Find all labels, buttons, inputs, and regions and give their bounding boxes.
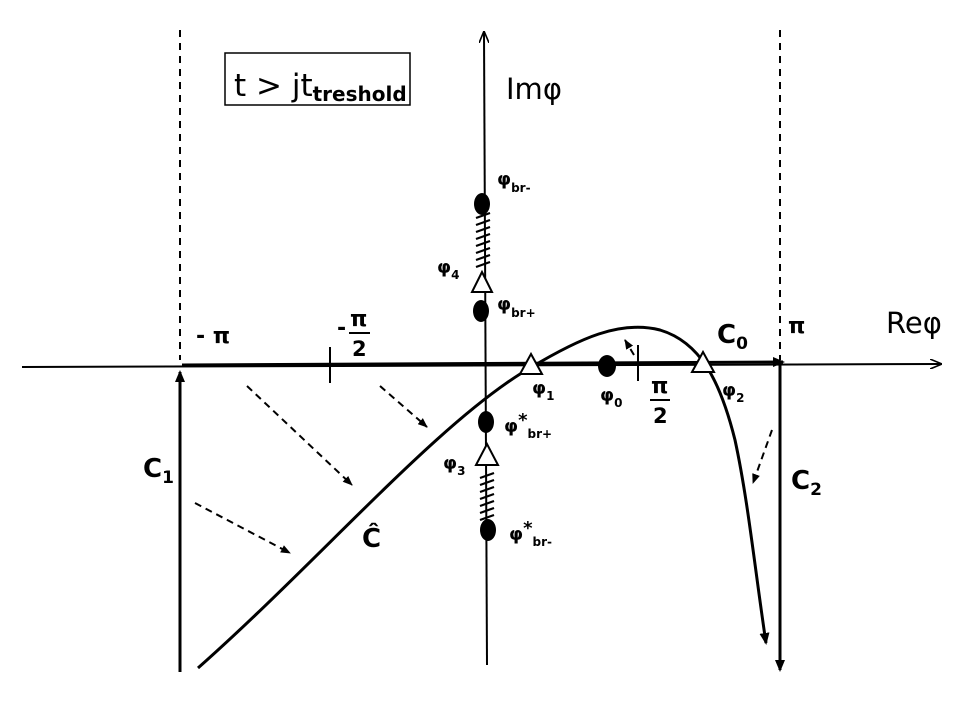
real-axis	[21, 364, 940, 367]
svg-text:2: 2	[352, 337, 367, 361]
svg-text:2: 2	[653, 404, 668, 428]
contour-c0	[181, 357, 785, 368]
point-phi-0	[598, 355, 616, 377]
label-phi-br-plus: φbr+	[497, 294, 536, 320]
deformation-arrow-1	[246, 385, 353, 486]
branch-cut-lower	[479, 471, 495, 522]
triangle-phi-1	[518, 351, 544, 375]
contour-c-hat	[197, 325, 770, 670]
tick-label-pi: π	[788, 314, 805, 339]
triangle-phi-3	[474, 441, 500, 466]
label-c1: C1	[143, 454, 174, 488]
triangle-phi-4	[470, 269, 494, 293]
label-phi-star-br-plus: φ*br+	[504, 410, 552, 441]
label-phi-br-minus: φbr-	[497, 169, 531, 195]
imaginary-axis	[484, 33, 487, 666]
label-c0: C0	[717, 320, 748, 354]
label-phi-1: φ1	[532, 378, 554, 403]
tick-label-half-pi: π 2	[650, 374, 670, 428]
point-phi-br-plus	[473, 300, 489, 322]
deformation-arrow-3	[379, 385, 428, 428]
label-c2: C2	[791, 466, 822, 500]
triangle-phi-2	[690, 349, 716, 373]
label-phi-star-br-minus: φ*br-	[509, 518, 552, 549]
tick-label-minus-pi: - π	[196, 324, 230, 349]
svg-text:-: -	[337, 316, 346, 341]
tick-label-minus-half-pi: - π 2	[337, 307, 370, 361]
deformation-arrow-2	[194, 502, 291, 554]
svg-text:π: π	[651, 374, 668, 399]
deformation-arrow-4	[752, 429, 773, 484]
point-phi-star-br-plus	[478, 411, 494, 433]
branch-cut-upper	[475, 211, 491, 269]
label-phi-4: φ4	[437, 257, 459, 282]
svg-text:π: π	[350, 307, 367, 332]
label-phi-3: φ3	[443, 453, 465, 478]
label-phi-0: φ0	[600, 385, 622, 410]
point-phi-star-br-minus	[480, 519, 496, 541]
condition-label: t > jttreshold	[234, 68, 407, 106]
label-c-hat: Ĉ	[362, 522, 381, 554]
condition-box	[224, 52, 411, 106]
real-axis-label: Reφ	[886, 306, 942, 340]
label-phi-2: φ2	[722, 380, 744, 405]
point-phi-br-minus	[474, 193, 490, 215]
imaginary-axis-label: Imφ	[506, 72, 562, 106]
deformation-arrow-5	[624, 339, 635, 356]
